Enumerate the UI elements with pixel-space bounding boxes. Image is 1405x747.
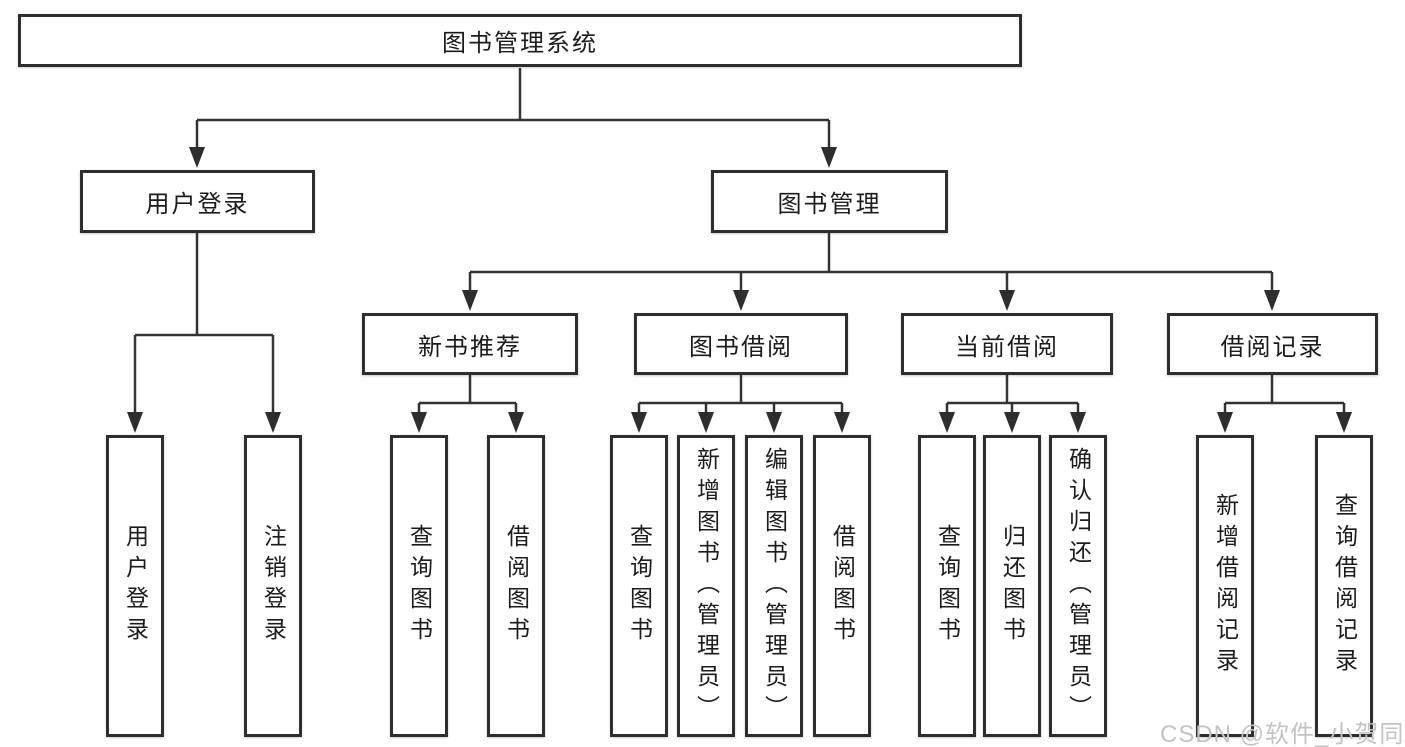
leaf-label: 借阅图书 <box>503 524 530 648</box>
connector-borrow-records-to-leaves <box>1223 375 1346 415</box>
connector-root-to-level2 <box>195 68 831 149</box>
node-label: 借阅记录 <box>1220 333 1325 361</box>
leaf-label: 查询图书 <box>406 524 433 648</box>
leaf-query-books: 查询图书 <box>918 435 976 737</box>
node-label: 当前借阅 <box>955 333 1059 361</box>
connector-book-borrow-to-leaves <box>637 375 844 415</box>
leaf-label: 新增借阅记录 <box>1212 493 1239 679</box>
leaf-edit-books-admin: 编辑图书（管理员） <box>745 435 803 737</box>
node-label: 图书管理系统 <box>442 30 598 57</box>
leaf-return-books: 归还图书 <box>983 435 1041 737</box>
node-new-book-recommendation: 新书推荐 <box>362 313 578 375</box>
leaf-label: 编辑图书（管理员） <box>761 446 788 726</box>
leaf-label: 借阅图书 <box>829 524 856 648</box>
node-book-management: 图书管理 <box>711 170 948 233</box>
connector-current-borrow-to-leaves <box>945 375 1080 415</box>
node-user-login: 用户登录 <box>80 170 315 233</box>
leaf-add-borrow-record: 新增借阅记录 <box>1196 435 1254 737</box>
leaf-query-borrow-record: 查询借阅记录 <box>1315 435 1373 737</box>
node-library-system: 图书管理系统 <box>18 14 1022 67</box>
leaf-label: 查询借阅记录 <box>1331 493 1358 679</box>
leaf-label: 用户登录 <box>122 524 149 648</box>
leaf-label: 查询图书 <box>934 524 961 648</box>
leaf-confirm-return-admin: 确认归还（管理员） <box>1049 435 1107 737</box>
node-label: 图书管理 <box>777 191 882 218</box>
leaf-query-books: 查询图书 <box>610 435 668 737</box>
leaf-label: 查询图书 <box>626 524 653 648</box>
connector-book-mgmt-to-level3 <box>468 233 1274 292</box>
leaf-query-books: 查询图书 <box>390 435 448 737</box>
node-label: 图书借阅 <box>689 333 793 361</box>
leaf-add-books-admin: 新增图书（管理员） <box>677 435 735 737</box>
connector-user-login-to-leaves <box>133 233 275 414</box>
node-book-borrowing: 图书借阅 <box>634 313 848 375</box>
leaf-label: 新增图书（管理员） <box>693 446 720 726</box>
connector-new-book-to-leaves <box>417 375 518 415</box>
node-label: 新书推荐 <box>418 333 522 361</box>
arrowheads <box>127 147 1352 433</box>
node-label: 用户登录 <box>145 191 250 218</box>
leaf-label: 注销登录 <box>260 524 287 648</box>
leaf-borrow-books: 借阅图书 <box>813 435 871 737</box>
leaf-label: 确认归还（管理员） <box>1065 446 1092 726</box>
leaf-user-login: 用户登录 <box>106 435 164 737</box>
leaf-borrow-books: 借阅图书 <box>487 435 545 737</box>
node-current-borrowing: 当前借阅 <box>901 313 1113 375</box>
node-borrowing-records: 借阅记录 <box>1167 313 1378 375</box>
csdn-watermark: CSDN @软件_小贺同学 <box>1160 721 1405 747</box>
leaf-label: 归还图书 <box>999 524 1026 648</box>
leaf-logout: 注销登录 <box>244 435 302 737</box>
